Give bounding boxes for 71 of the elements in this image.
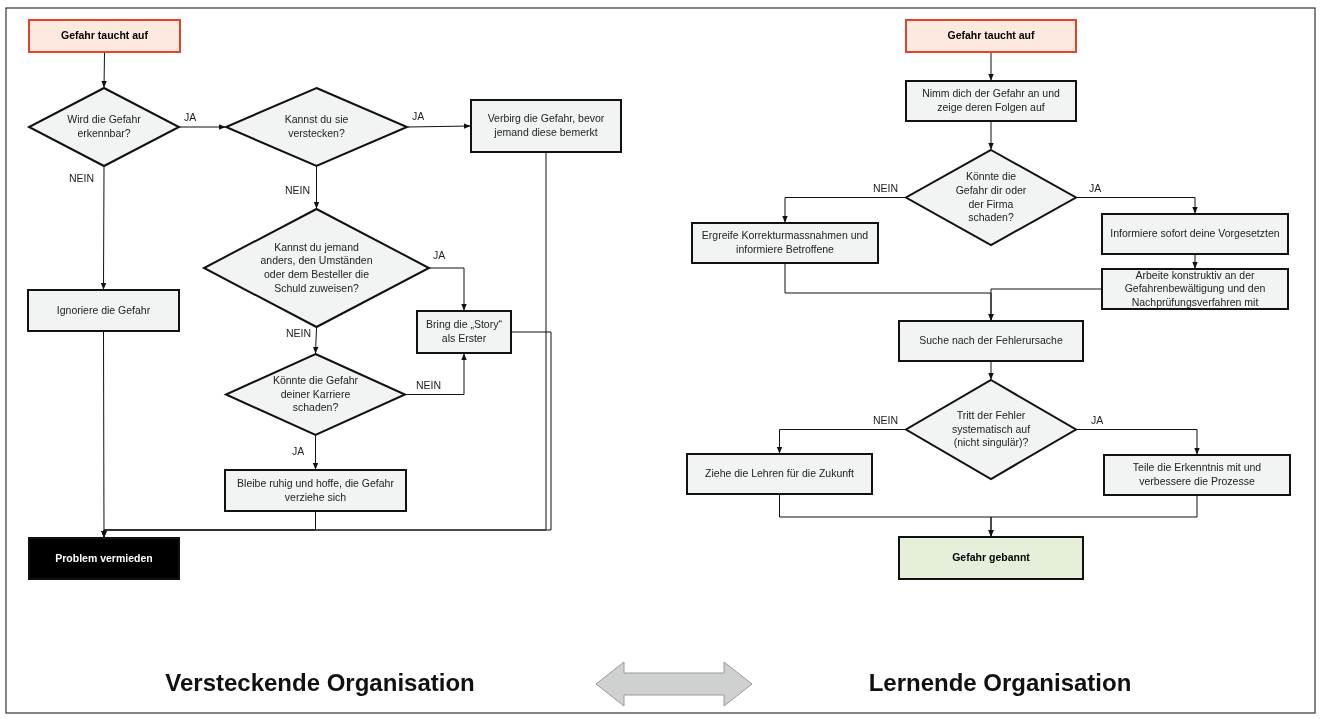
arrow xyxy=(988,288,1102,321)
process-box xyxy=(27,289,180,332)
node-text: Gefahr taucht auf xyxy=(61,29,148,43)
arrow xyxy=(776,429,906,454)
process-box xyxy=(224,469,407,512)
arrow xyxy=(988,121,994,150)
node-text: Verbirg die Gefahr, bevor jemand diese bemerkt xyxy=(486,112,606,140)
arrow xyxy=(312,435,319,470)
arrow xyxy=(782,197,906,223)
edge-label: JA xyxy=(411,110,426,123)
section-title: Versteckende Organisation xyxy=(165,669,475,697)
end-box xyxy=(898,536,1084,580)
arrow xyxy=(313,166,320,209)
arrow xyxy=(988,52,994,81)
node-text: Teile die Erkenntnis mit und verbessere die Prozesse xyxy=(1131,461,1263,489)
node-text: Könnte die Gefahr deiner Karriere schaden? xyxy=(271,374,360,415)
edge-label: JA xyxy=(1088,182,1103,195)
start-box xyxy=(28,19,181,53)
edge-label: NEIN xyxy=(415,379,443,392)
arrow xyxy=(1192,254,1198,269)
node-text: Ergreife Korrekturmassnahmen und informiere Betroffene xyxy=(700,229,870,257)
arrow xyxy=(1076,429,1200,455)
node-text: Problem vermieden xyxy=(55,551,153,566)
process-box xyxy=(1101,213,1289,255)
edge-label: NEIN xyxy=(285,327,313,340)
node-text: Wird die Gefahr erkennbar? xyxy=(66,113,142,141)
arrow xyxy=(407,123,471,129)
process-box xyxy=(1103,454,1291,496)
edge-label: JA xyxy=(183,111,198,124)
process-box xyxy=(1101,268,1289,310)
node-text: Bleibe ruhig und hoffe, die Gefahr verziehe sich xyxy=(236,476,395,505)
section-title: Lernende Organisation xyxy=(868,669,1132,697)
arrow xyxy=(1076,197,1198,214)
edge-label: JA xyxy=(291,445,306,458)
node-text: Könnte die Gefahr dir oder der Firma schaden? xyxy=(955,170,1027,225)
node-text: Suche nach der Fehlerursache xyxy=(919,334,1063,348)
arrow xyxy=(988,495,1198,537)
arrow xyxy=(429,267,467,311)
end-box xyxy=(28,537,180,580)
node-text: Nimm dich der Gefahr an und zeige deren Folgen auf xyxy=(921,87,1061,115)
node-text: Ziehe die Lehren für die Zukunft xyxy=(705,467,854,481)
node-text: Gefahr gebannt xyxy=(952,551,1030,565)
process-box xyxy=(416,310,512,354)
arrow xyxy=(312,327,319,354)
arrow xyxy=(100,166,107,290)
edge-label: NEIN xyxy=(284,184,312,197)
arrow xyxy=(101,52,107,88)
edge-label: JA xyxy=(432,249,447,262)
node-text: Kannst du jemand anders, den Umständen oder dem Besteller die Schuld zuweisen? xyxy=(259,240,374,296)
arrow xyxy=(405,353,467,395)
process-box xyxy=(470,99,622,153)
node-text: Informiere sofort deine Vorgesetzten xyxy=(1110,227,1280,241)
edge-label: NEIN xyxy=(68,172,96,185)
process-box xyxy=(905,80,1077,122)
edge-label: NEIN xyxy=(872,414,900,427)
process-box xyxy=(691,222,879,264)
arrow xyxy=(101,331,107,538)
node-text: Tritt der Fehler systematisch auf (nicht singulär)? xyxy=(950,409,1032,450)
edge-label: NEIN xyxy=(872,182,900,195)
edge-label: JA xyxy=(1090,414,1105,427)
arrow xyxy=(179,124,226,130)
arrow xyxy=(101,331,552,538)
process-box xyxy=(898,320,1084,362)
start-box xyxy=(905,19,1077,53)
node-text: Gefahr taucht auf xyxy=(947,29,1035,43)
node-text: Kannst du sie verstecken? xyxy=(283,113,350,141)
node-text: Bring die „Story“ als Erster xyxy=(425,318,503,346)
process-box xyxy=(686,453,873,495)
arrow xyxy=(988,361,994,380)
node-text: Ignoriere die Gefahr xyxy=(56,303,151,318)
node-text: Arbeite konstruktiv an der Gefahrenbewältigung und den Nachprüfungsverfahren mit xyxy=(1123,268,1267,310)
